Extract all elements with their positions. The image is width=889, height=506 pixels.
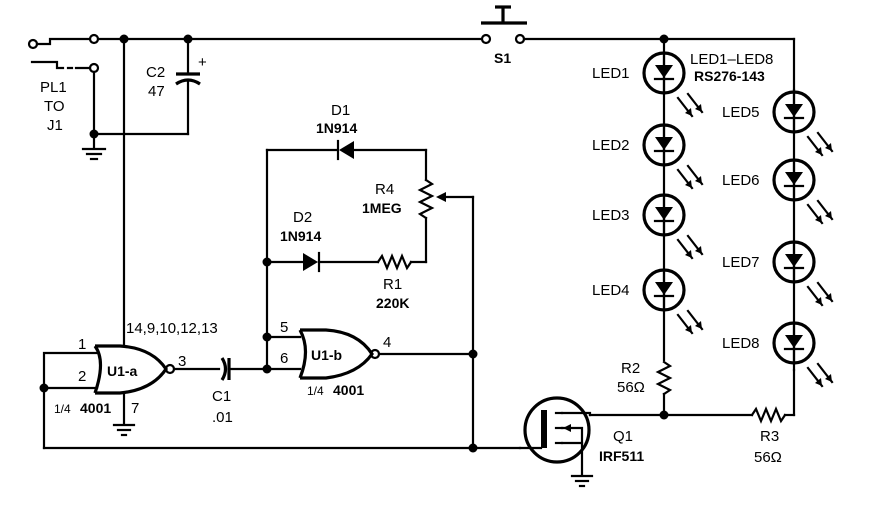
led-icon — [642, 51, 704, 118]
u1b-pin4: 4 — [383, 334, 391, 351]
c2-ref: C2 — [146, 64, 165, 81]
nor-gate-icon — [298, 328, 381, 380]
pot-wiper — [436, 192, 475, 450]
u1b-pin6: 6 — [280, 350, 288, 367]
connector-to-label: TO — [44, 98, 65, 115]
junction — [468, 443, 478, 453]
q1-ref: Q1 — [613, 428, 633, 445]
led-icon — [642, 193, 704, 260]
led-group-part: RS276-143 — [694, 68, 765, 84]
led-label: LED4 — [592, 282, 630, 299]
c2-polarity: + — [198, 54, 207, 71]
r1-ref: R1 — [383, 276, 402, 293]
pushbutton-icon — [480, 5, 527, 45]
d1-ref: D1 — [331, 102, 350, 119]
connector-pl1 — [27, 33, 100, 136]
resistor-icon — [750, 406, 787, 424]
u1b-fraction: 1/4 — [307, 384, 324, 398]
mosfet-icon — [518, 396, 592, 477]
u1b-ref: U1-b — [311, 347, 342, 363]
led-icon — [772, 321, 834, 388]
r4-value: 1MEG — [362, 200, 402, 216]
s1-ref: S1 — [494, 50, 511, 66]
u1a-pin3: 3 — [178, 353, 186, 370]
resistor-icon — [417, 178, 435, 220]
led-icon — [642, 123, 704, 190]
u1b-pin5: 5 — [280, 319, 288, 336]
d2-part: 1N914 — [280, 228, 321, 244]
resistor-icon — [376, 253, 413, 271]
led-label: LED3 — [592, 207, 630, 224]
capacitor-icon — [175, 37, 201, 136]
u1a-pin2: 2 — [78, 368, 86, 385]
u1a-pin7: 7 — [131, 400, 139, 417]
led-label: LED2 — [592, 137, 630, 154]
r1-value: 220K — [376, 295, 409, 311]
led-label: LED7 — [722, 254, 760, 271]
ground-icon — [570, 474, 594, 488]
u1a-pin1: 1 — [78, 336, 86, 353]
r3-ref: R3 — [760, 428, 779, 445]
led-icon — [772, 158, 834, 225]
capacitor-icon — [220, 357, 231, 381]
connector-label: PL1 — [40, 79, 67, 96]
led-label: LED6 — [722, 172, 760, 189]
led-group-label: LED1–LED8 — [690, 51, 773, 68]
u1a-part: 4001 — [80, 400, 111, 416]
ground-icon — [112, 423, 136, 437]
led-label: LED8 — [722, 335, 760, 352]
ground-icon — [81, 132, 107, 161]
u1a-power-pins: 14,9,10,12,13 — [126, 320, 218, 337]
u1a-ref: U1-a — [107, 363, 138, 379]
d1-part: 1N914 — [316, 120, 357, 136]
d2-ref: D2 — [293, 209, 312, 226]
led-icon — [772, 90, 834, 157]
diode-icon — [336, 139, 354, 161]
c1-ref: C1 — [212, 388, 231, 405]
diode-icon — [303, 251, 321, 273]
connector-target-label: J1 — [47, 117, 63, 134]
r2-value: 56Ω — [617, 379, 645, 396]
u1a-fraction: 1/4 — [54, 402, 71, 416]
r4-ref: R4 — [375, 181, 394, 198]
junction — [468, 349, 478, 359]
led-icon — [772, 240, 834, 307]
r3-value: 56Ω — [754, 449, 782, 466]
led-label: LED5 — [722, 104, 760, 121]
q1-part: IRF511 — [599, 448, 644, 464]
r2-ref: R2 — [621, 360, 640, 377]
resistor-icon — [655, 360, 673, 396]
led-icon — [642, 268, 704, 335]
led-label: LED1 — [592, 65, 630, 82]
u1b-part: 4001 — [333, 382, 364, 398]
c1-value: .01 — [212, 409, 233, 426]
c2-value: 47 — [148, 83, 165, 100]
